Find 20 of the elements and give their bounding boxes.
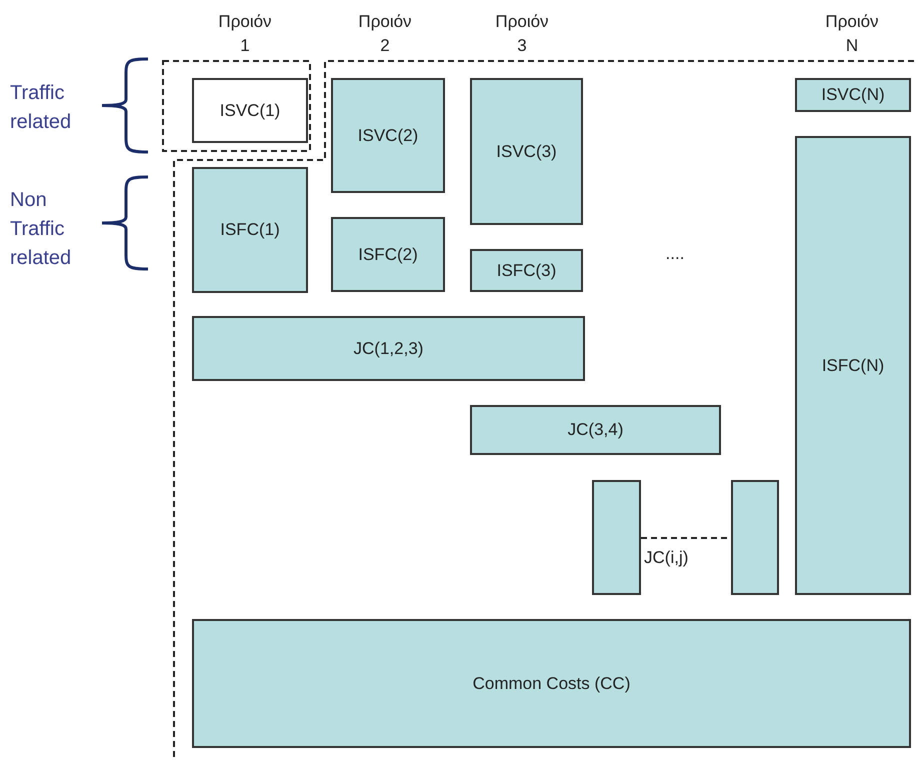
cost-box: JC(3,4): [470, 405, 721, 455]
cost-box: ISVC(1): [192, 78, 308, 143]
cost-box: ISFC(2): [331, 217, 445, 292]
cost-box: ISFC(1): [192, 167, 308, 293]
column-header: Προιόν 1: [217, 11, 273, 57]
side-label: Traffic related: [10, 81, 72, 135]
cost-box: ISFC(N): [795, 136, 911, 595]
cost-box: JC(1,2,3): [192, 316, 585, 381]
cost-box: [592, 480, 641, 595]
cost-box: ISFC(3): [470, 249, 583, 292]
ellipsis-text: ....: [664, 243, 686, 265]
side-label: Non Traffic related: [10, 188, 72, 271]
cost-box: Common Costs (CC): [192, 619, 911, 748]
column-header: Προιόν N: [824, 11, 880, 57]
cost-box: ISVC(2): [331, 78, 445, 193]
cost-box: ISVC(N): [795, 78, 911, 112]
column-header: Προιόν 2: [357, 11, 413, 57]
column-header: Προιόν 3: [494, 11, 550, 57]
cost-box: [731, 480, 779, 595]
cost-box: ISVC(3): [470, 78, 583, 225]
